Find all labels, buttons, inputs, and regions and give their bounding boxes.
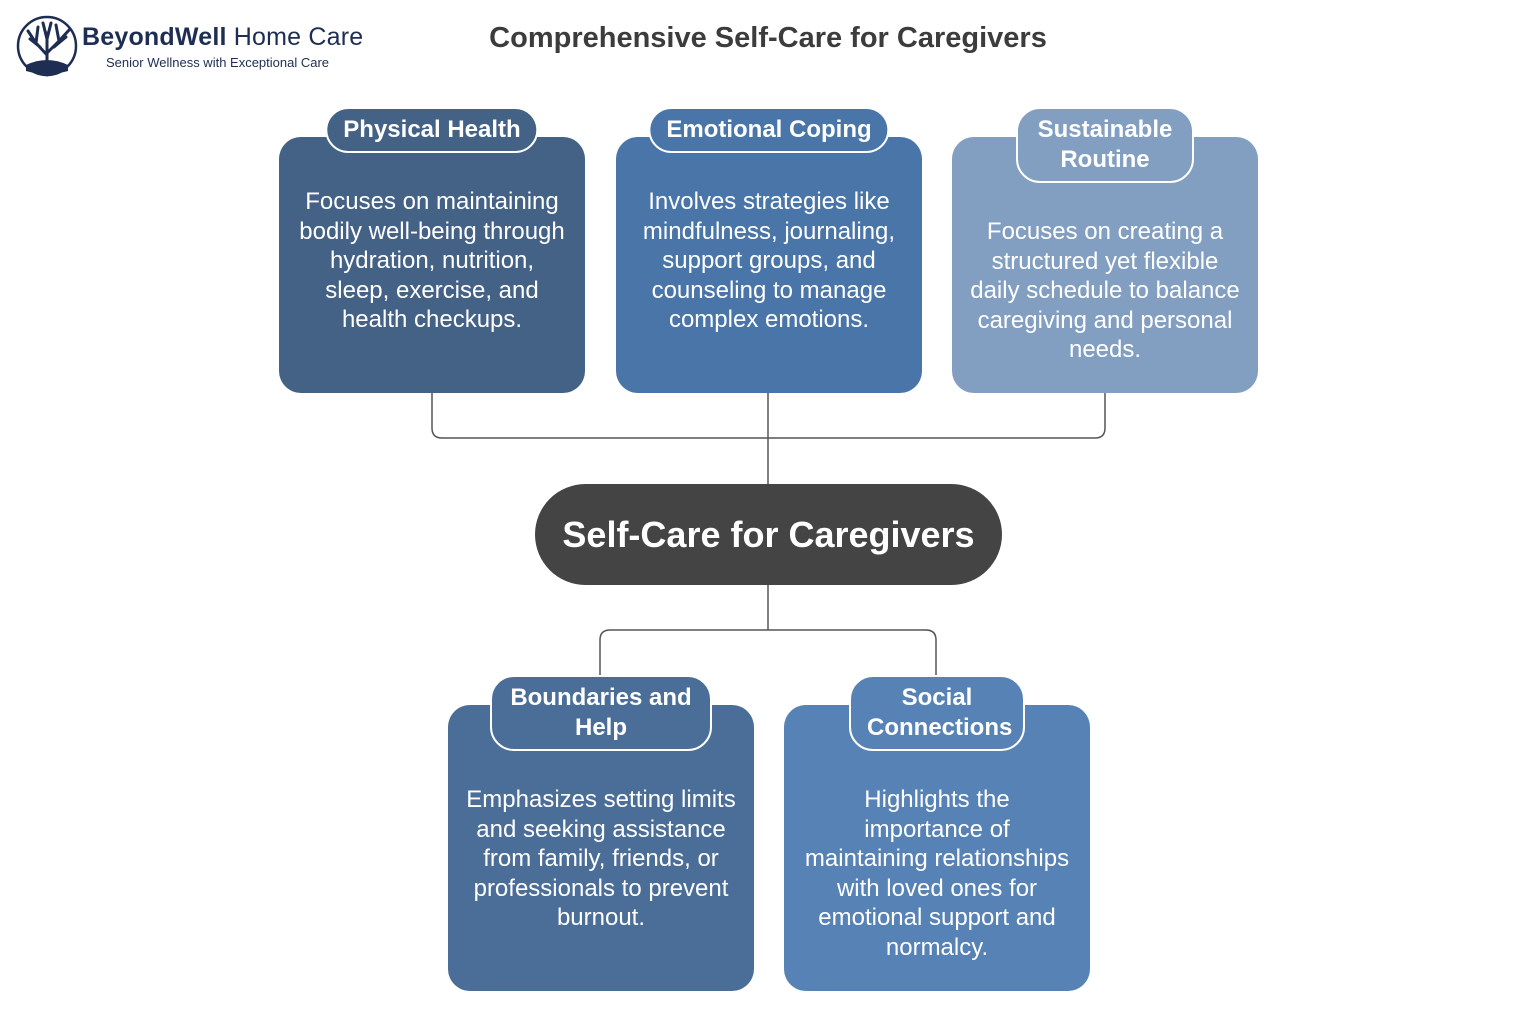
card-sustainable-routine: Sustainable Routine Focuses on creating …: [952, 107, 1258, 393]
card-emotional-coping: Emotional Coping Involves strategies lik…: [616, 107, 922, 393]
brand-name: BeyondWell Home Care: [82, 23, 363, 52]
card-title: Emotional Coping: [648, 107, 890, 153]
brand-logo: BeyondWell Home Care Senior Wellness wit…: [16, 15, 396, 79]
card-boundaries-help: Boundaries and Help Emphasizes setting l…: [448, 675, 754, 991]
card-title: Sustainable Routine: [1016, 107, 1194, 183]
brand-name-light: Home Care: [233, 23, 364, 51]
card-description: Focuses on creating a structured yet fle…: [970, 218, 1240, 363]
card-description: Focuses on maintaining bodily well-being…: [299, 188, 565, 333]
card-description: Emphasizes setting limits and seeking as…: [466, 786, 736, 931]
page-title: Comprehensive Self-Care for Caregivers: [489, 22, 1047, 54]
central-topic: Self-Care for Caregivers: [535, 484, 1002, 585]
card-description: Involves strategies like mindfulness, jo…: [642, 188, 896, 333]
card-description: Highlights the importance of maintaining…: [804, 786, 1070, 961]
card-physical-health: Physical Health Focuses on maintaining b…: [279, 107, 585, 393]
connector-bottom: [599, 629, 937, 676]
brand-name-bold: BeyondWell: [82, 23, 227, 51]
brand-tagline: Senior Wellness with Exceptional Care: [106, 55, 330, 70]
card-title: Physical Health: [325, 107, 539, 153]
card-title: Social Connections: [849, 675, 1025, 751]
tree-logo-icon: [16, 15, 78, 77]
card-social-connections: Social Connections Highlights the import…: [784, 675, 1090, 991]
card-title: Boundaries and Help: [490, 675, 712, 751]
